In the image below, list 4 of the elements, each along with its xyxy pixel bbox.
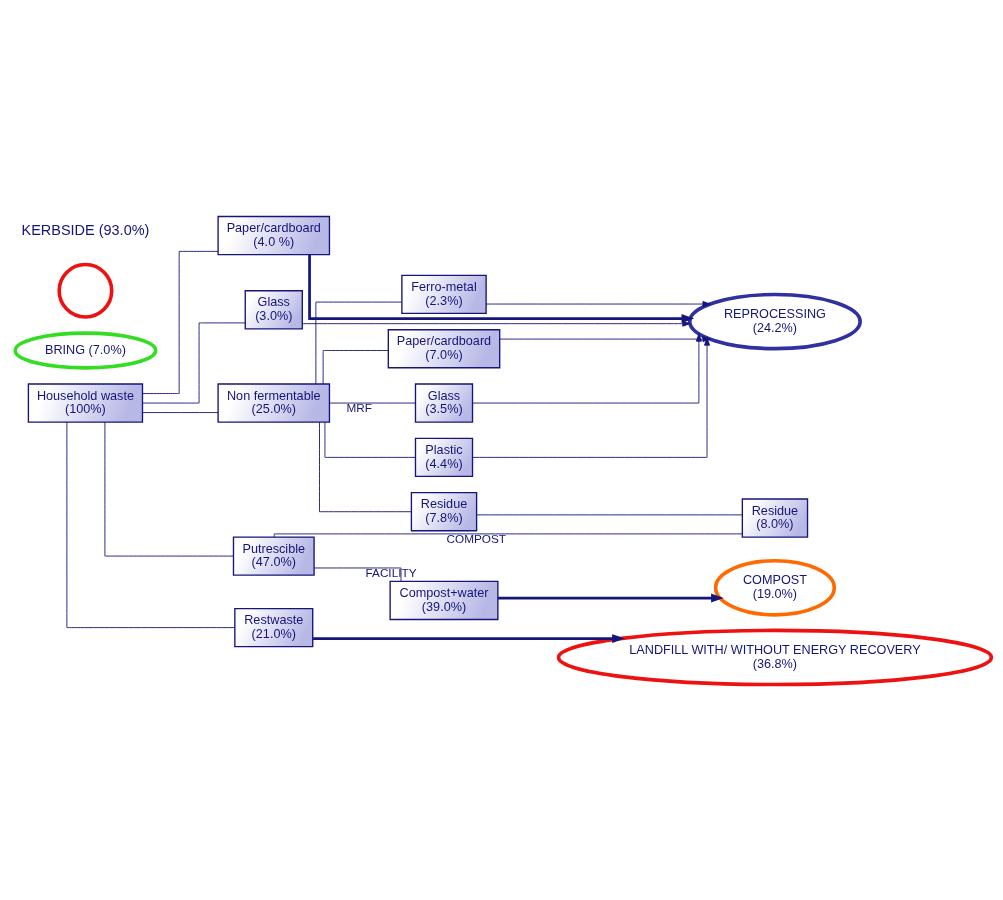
edge-label: FACILITY — [365, 566, 417, 580]
edge-label: COMPOST — [446, 532, 507, 546]
label: KERBSIDE (93.0%) — [21, 222, 150, 239]
edge-label: MRF — [346, 401, 373, 415]
